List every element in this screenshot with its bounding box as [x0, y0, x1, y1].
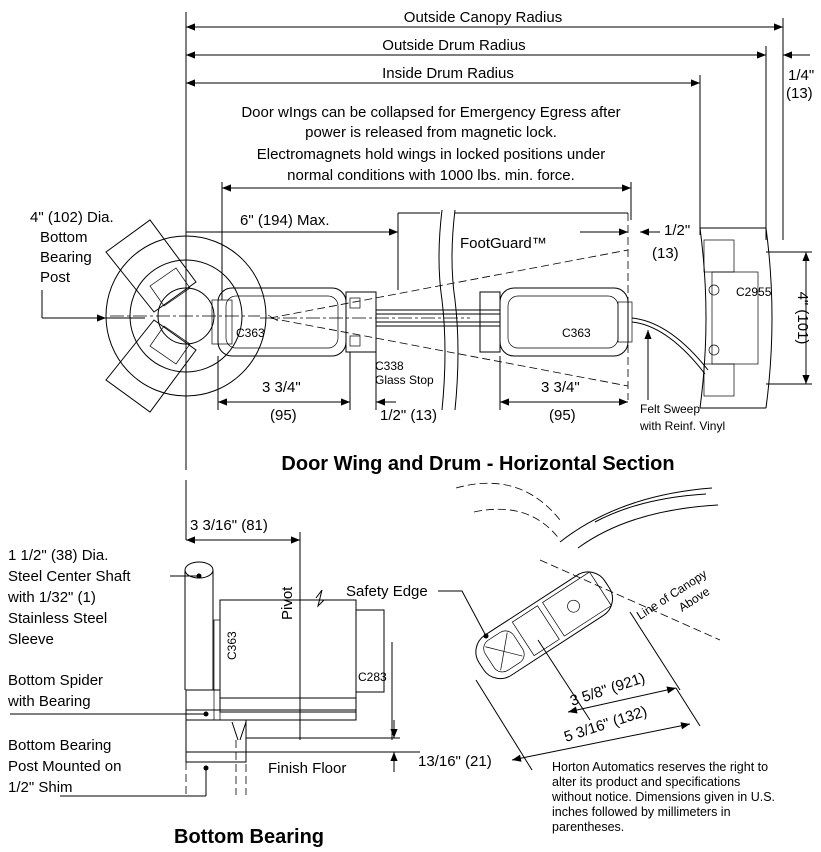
felt-sweep-2: with Reinf. Vinyl	[639, 419, 725, 433]
horizontal-section-title: Door Wing and Drum - Horizontal Section	[281, 453, 674, 475]
part-c2955: C2955	[736, 285, 772, 299]
spider-label-1: Bottom Spider	[8, 672, 103, 689]
dim-outside-canopy-radius: Outside Canopy Radius	[404, 9, 562, 26]
note-line-4: normal conditions with 1000 lbs. min. fo…	[287, 167, 575, 184]
dim-outside-drum-radius: Outside Drum Radius	[382, 37, 525, 54]
shaft-label-2: Steel Center Shaft	[8, 568, 131, 585]
glass-stop: Glass Stop	[375, 373, 434, 387]
dim-3-5-8: 3 5/8" (921)	[568, 670, 647, 710]
part-c363-bottom: C363	[225, 631, 239, 660]
post-mount-label-2: Post Mounted on	[8, 758, 121, 775]
left-c363-extrusion: C363	[211, 287, 470, 357]
drum-c2955: C2955 4" (101)	[699, 227, 812, 409]
shaft-label-3: with 1/32" (1)	[7, 589, 96, 606]
radius-dimensions: Outside Canopy Radius Outside Drum Radiu…	[185, 9, 814, 470]
safety-edge-label: Safety Edge	[346, 583, 428, 600]
footguard-area: FootGuard™ 1/2" (13)	[397, 209, 690, 411]
post-mount-label-1: Bottom Bearing	[8, 737, 111, 754]
dim-half-inch-right-mm: (13)	[652, 245, 679, 262]
dim-quarter-inch: 1/4"	[788, 67, 814, 84]
post-label-3: Bearing	[40, 249, 92, 266]
disclaimer-note: Horton Automatics reserves the right to …	[552, 760, 776, 834]
dim-95-right: (95)	[549, 407, 576, 424]
part-c283: C283	[358, 670, 387, 684]
pivot-label: Pivot	[279, 586, 296, 620]
safety-edge-detail: Line of Canopy Above Safety Edge 3 5/8" …	[346, 482, 721, 771]
post-label-4: Post	[40, 269, 71, 286]
lower-dimensions: 3 3/4" (95) 1/2" (13) 3 3/4" (95) Felt S…	[217, 330, 725, 433]
footguard-label: FootGuard™	[460, 235, 547, 252]
dim-inside-drum-radius: Inside Drum Radius	[382, 65, 514, 82]
spider-label-2: with Bearing	[7, 693, 91, 710]
felt-sweep-1: Felt Sweep	[640, 402, 700, 416]
glass-area: C338 Glass Stop	[269, 249, 629, 387]
note-line-3: Electromagnets hold wings in locked posi…	[257, 146, 606, 163]
bottom-bearing-detail: 3 3/16" (81) Pivot C363 C283 13/16" (21)…	[7, 480, 492, 797]
post-label-2: Bottom	[40, 229, 88, 246]
emergency-egress-note: Door wIngs can be collapsed for Emergenc…	[221, 104, 632, 300]
note-line-2: power is released from magnetic lock.	[305, 124, 557, 141]
dim-quarter-inch-mm: (13)	[786, 85, 813, 102]
dim-six-inch: 6" (194) Max.	[240, 212, 330, 229]
six-inch-dimension: 6" (194) Max.	[186, 212, 398, 236]
note-line-1: Door wIngs can be collapsed for Emergenc…	[241, 104, 620, 121]
part-c363-right: C363	[562, 326, 591, 340]
part-c363-left: C363	[236, 326, 265, 340]
dim-half-inch-right: 1/2"	[664, 222, 690, 239]
right-c363-extrusion: C363	[499, 287, 709, 375]
dim-3-3-4-left: 3 3/4"	[262, 379, 301, 396]
shaft-label-5: Sleeve	[8, 631, 54, 648]
bottom-bearing-title: Bottom Bearing	[174, 826, 324, 848]
dim-3-3-16: 3 3/16" (81)	[190, 517, 268, 534]
shaft-label-1: 1 1/2" (38) Dia.	[8, 547, 108, 564]
post-label-1: 4" (102) Dia.	[30, 209, 114, 226]
dim-half-inch-mid: 1/2" (13)	[380, 407, 437, 424]
dim-5-3-16: 5 3/16" (132)	[562, 703, 649, 746]
dim-13-16: 13/16" (21)	[418, 753, 492, 770]
post-mount-label-3: 1/2" Shim	[8, 779, 73, 796]
dim-95-left: (95)	[270, 407, 297, 424]
dim-4-inch: 4" (101)	[794, 292, 811, 345]
bottom-bearing-post: 4" (102) Dia. Bottom Bearing Post	[30, 209, 267, 413]
shaft-label-4: Stainless Steel	[8, 610, 107, 627]
dim-3-3-4-right: 3 3/4"	[541, 379, 580, 396]
finish-floor-label: Finish Floor	[268, 760, 346, 777]
part-c338: C338	[375, 359, 404, 373]
